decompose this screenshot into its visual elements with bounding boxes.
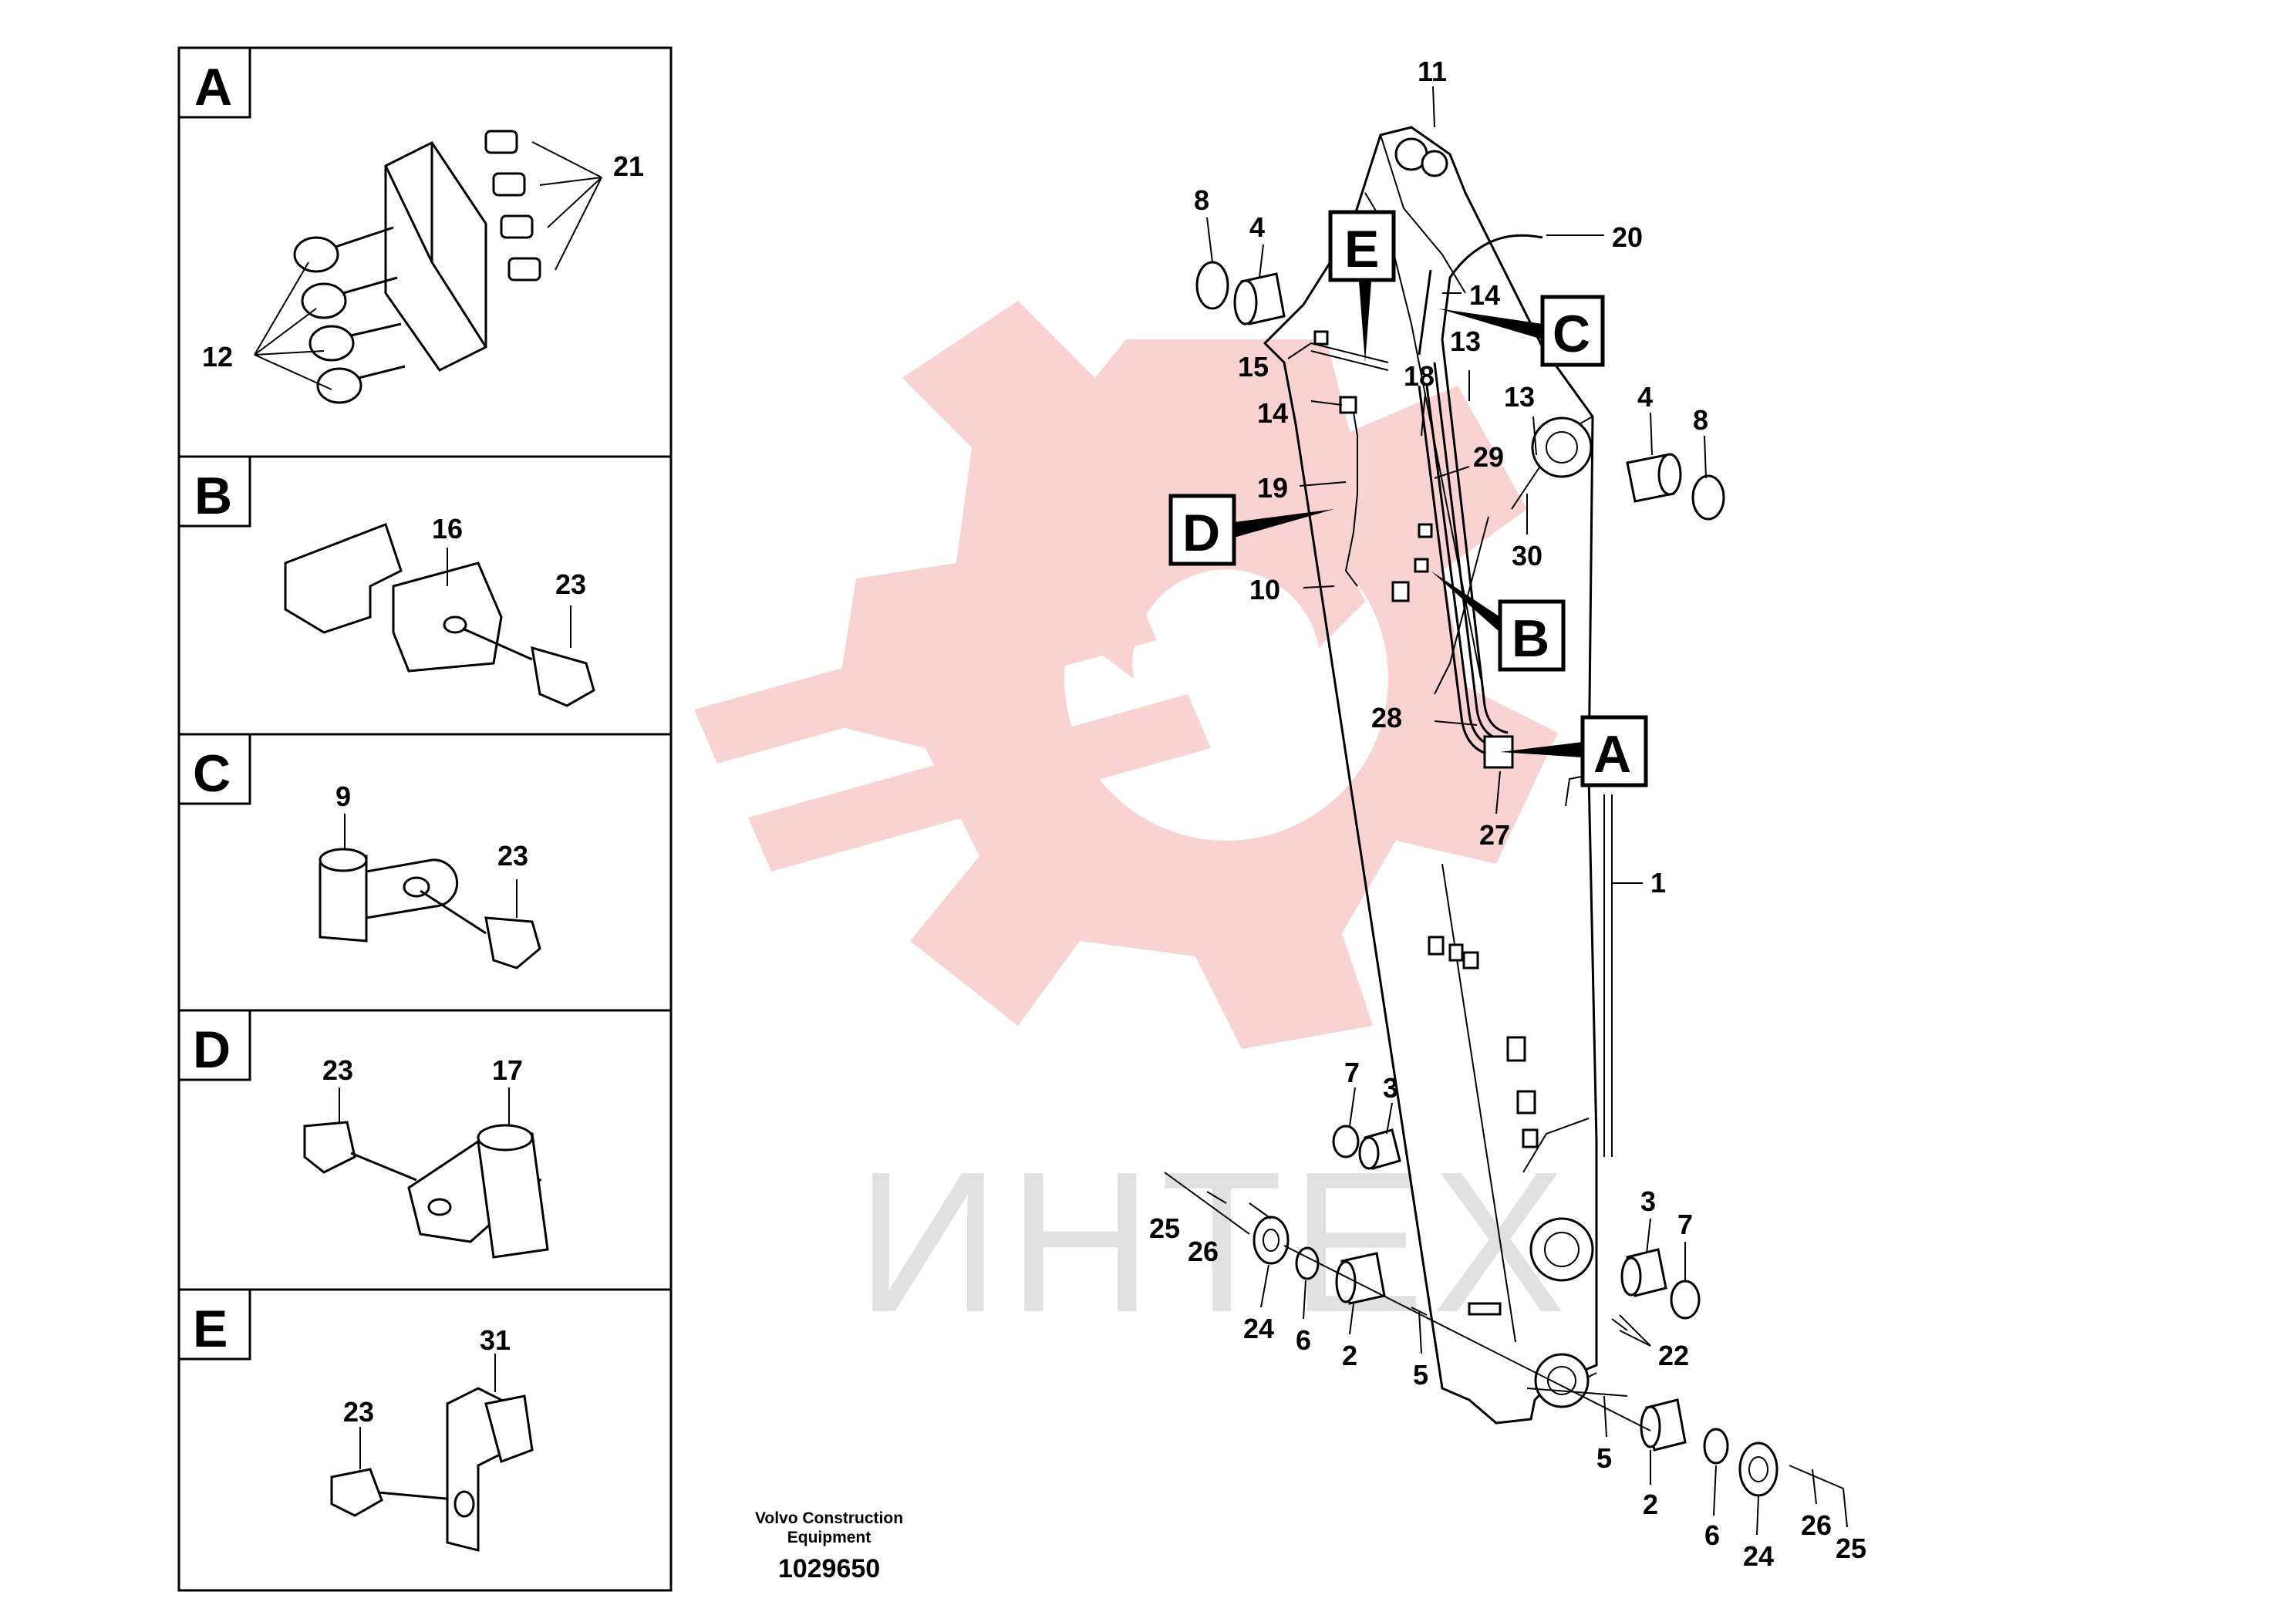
callout-28: 28 [1371, 702, 1402, 733]
pin-parts [1164, 261, 1844, 1497]
svg-text:B: B [1512, 609, 1549, 668]
callout-2-right: 2 [1643, 1489, 1658, 1520]
callout-25-right: 25 [1836, 1533, 1866, 1564]
panel-c-callout-23: 23 [497, 840, 528, 872]
watermark-text: ИНТЕХ [856, 1131, 1573, 1354]
callout-4-right: 4 [1637, 381, 1653, 413]
svg-text:A: A [1593, 725, 1631, 784]
hose-lines [1310, 234, 1543, 769]
company-name-line1: Volvo Construction [755, 1509, 903, 1527]
callout-3-left: 3 [1383, 1072, 1398, 1104]
callout-11: 11 [1418, 56, 1447, 87]
callout-5-left: 5 [1413, 1359, 1428, 1391]
callout-7-right: 7 [1677, 1209, 1693, 1240]
detail-panels: A 21 12 [177, 46, 673, 1592]
callout-6-right: 6 [1704, 1519, 1720, 1551]
callout-3-right: 3 [1640, 1185, 1656, 1217]
company-name-line2: Equipment [787, 1529, 872, 1546]
panel-d-callout-17: 17 [492, 1054, 523, 1086]
callout-6-left: 6 [1296, 1324, 1311, 1356]
fitting-block-nipples [484, 130, 541, 282]
callout-26-left: 26 [1188, 1236, 1219, 1267]
callout-20: 20 [1612, 221, 1643, 253]
callout-4-top: 4 [1249, 211, 1265, 243]
watermark: ИНТЕХ [694, 301, 1573, 1354]
marker-e: E [1328, 210, 1396, 363]
callout-24-right: 24 [1743, 1540, 1774, 1572]
callout-19: 19 [1257, 472, 1288, 504]
arm-assembly [1263, 126, 1613, 1425]
svg-text:C: C [1553, 305, 1590, 363]
callout-22: 22 [1658, 1340, 1689, 1371]
panel-a-callout-21: 21 [613, 150, 644, 182]
panel-a-callout-12: 12 [202, 341, 233, 373]
callout-5-right: 5 [1596, 1442, 1612, 1474]
panel-e-callout-23: 23 [343, 1396, 374, 1428]
panel-b-callout-16: 16 [432, 513, 463, 545]
callouts: 11 20 8 4 14 13 15 18 14 13 4 8 19 29 30… [1149, 56, 1866, 1572]
panel-b-callout-23: 23 [555, 568, 586, 600]
callout-8-right: 8 [1693, 404, 1708, 436]
panel-c-callout-9: 9 [335, 781, 351, 812]
callout-15: 15 [1238, 351, 1269, 383]
panel-b-letter: B [194, 467, 232, 525]
svg-text:E: E [1344, 220, 1379, 278]
detail-markers: E C D B A [1168, 210, 1648, 787]
marker-b: B [1431, 571, 1566, 672]
callout-8-top: 8 [1194, 184, 1209, 216]
callout-18: 18 [1404, 360, 1435, 392]
panel-d: D 23 17 [177, 1009, 549, 1259]
panel-c: C 9 23 [177, 733, 541, 969]
panel-d-letter: D [193, 1020, 231, 1079]
callout-24-left: 24 [1243, 1313, 1274, 1344]
callout-14-mid: 14 [1257, 397, 1288, 429]
panel-a-letter: A [194, 58, 232, 116]
callout-7-left: 7 [1344, 1057, 1360, 1088]
callout-30: 30 [1512, 540, 1542, 572]
panel-e-callout-31: 31 [480, 1324, 511, 1356]
svg-text:D: D [1182, 504, 1220, 562]
panel-d-callout-23: 23 [322, 1054, 353, 1086]
panel-e-letter: E [193, 1300, 228, 1358]
panel-c-letter: C [193, 744, 231, 803]
callout-26-right: 26 [1801, 1509, 1832, 1541]
marker-d: D [1168, 494, 1334, 566]
callout-27: 27 [1479, 819, 1510, 851]
drawing-number: 1029650 [778, 1554, 880, 1583]
panel-a: A 21 12 [177, 46, 644, 404]
callout-2-left: 2 [1342, 1340, 1357, 1371]
panel-e: E 23 31 [177, 1288, 534, 1552]
callout-25-left: 25 [1149, 1212, 1180, 1244]
marker-a: A [1500, 715, 1648, 787]
footer: Volvo Construction Equipment 1029650 [755, 1509, 903, 1583]
callout-13-top: 13 [1450, 325, 1481, 357]
callout-29: 29 [1473, 441, 1504, 473]
fitting-connectors [293, 226, 406, 404]
callout-14-top: 14 [1469, 279, 1500, 311]
callout-13-mid: 13 [1504, 381, 1535, 413]
callout-10: 10 [1249, 574, 1280, 605]
callout-1: 1 [1650, 867, 1666, 899]
panel-b: B 16 23 [177, 455, 595, 707]
marker-c: C [1438, 295, 1605, 367]
leader-lines [1206, 86, 1848, 1536]
